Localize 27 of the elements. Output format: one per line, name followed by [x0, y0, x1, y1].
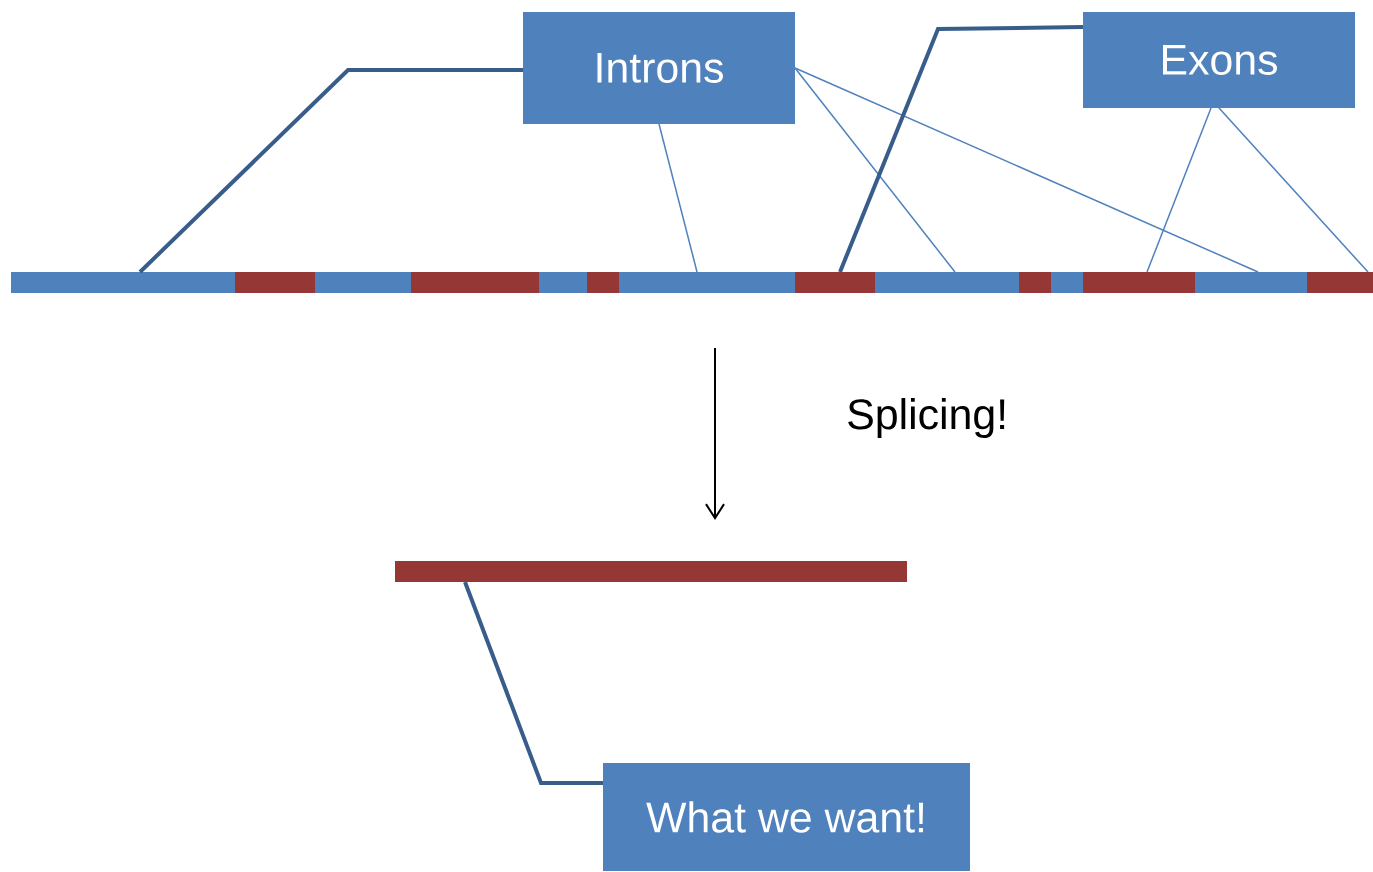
leader-line: [138, 68, 523, 274]
strand-segment: [315, 272, 411, 293]
strand-segment: [1019, 272, 1051, 293]
strand-segment: [795, 272, 875, 293]
leader-line: [794, 67, 1259, 273]
strand-segment: [875, 272, 1019, 293]
strand-segment: [1195, 272, 1307, 293]
strand-segment: [235, 272, 315, 293]
leader-line: [658, 123, 698, 273]
strand-segment: [411, 272, 539, 293]
strand-segment: [1307, 272, 1373, 293]
leader-line: [1146, 107, 1212, 273]
label-box: Exons: [1083, 12, 1355, 108]
strand-segment: [587, 272, 619, 293]
leader-line: [838, 25, 1084, 273]
arrow: [705, 347, 725, 520]
strand-segment: [1083, 272, 1195, 293]
strand-segment: [11, 272, 235, 293]
leader-line: [463, 581, 603, 785]
label-box: What we want!: [603, 763, 970, 871]
edge-label: Splicing!: [848, 398, 1005, 438]
strand-bar: [395, 561, 907, 582]
leader-line: [794, 67, 956, 273]
strand-segment: [1051, 272, 1083, 293]
strand-segment: [619, 272, 795, 293]
strand-segment: [539, 272, 587, 293]
label-box: Introns: [523, 12, 795, 124]
